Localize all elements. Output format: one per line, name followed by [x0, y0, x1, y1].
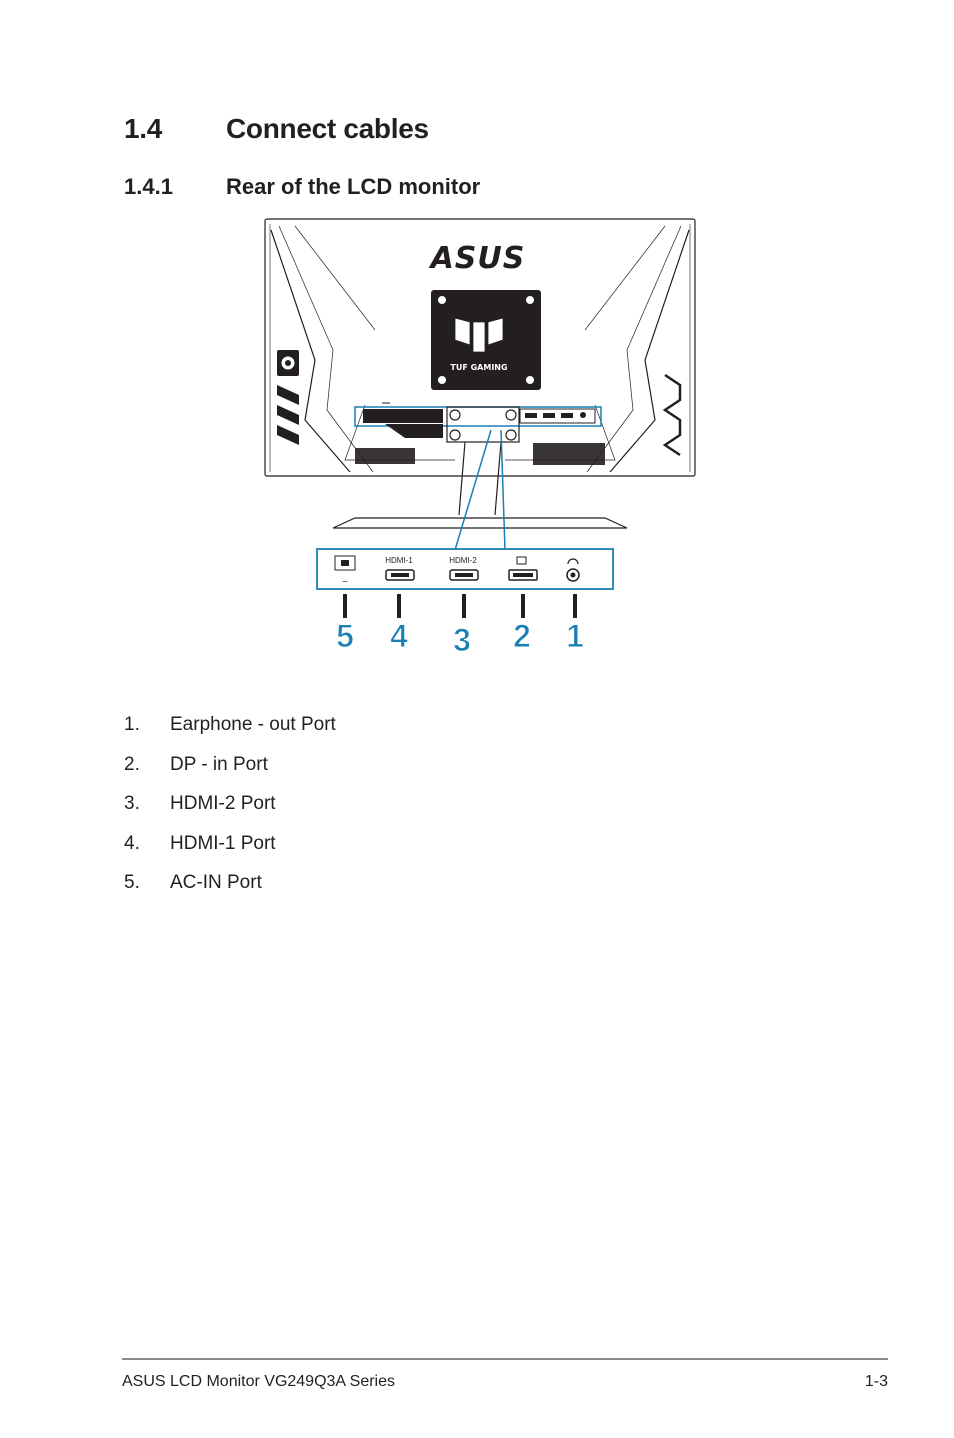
footer-title: ASUS LCD Monitor VG249Q3A Series: [122, 1373, 396, 1390]
hdmi2-label: HDMI-2: [449, 556, 477, 565]
page-number: 1-3: [864, 1373, 888, 1390]
monitor-rear-illustration: ASUS TUF GAMING: [264, 218, 696, 659]
port-detail-box: [316, 548, 614, 590]
list-number: 5.: [124, 872, 140, 893]
callout-2: 2: [513, 618, 531, 654]
list-label: Earphone - out Port: [170, 714, 336, 735]
hdmi1-label: HDMI-1: [385, 556, 413, 565]
list-label: HDMI-1 Port: [170, 832, 276, 854]
ac-symbol-label: ~: [342, 577, 349, 586]
displayport-icon: [508, 556, 538, 581]
list-label: AC-IN Port: [170, 872, 262, 893]
section-number: 1.4: [124, 113, 163, 144]
footer-divider: [122, 1358, 888, 1360]
ac-in-port-icon: [334, 555, 356, 571]
callout-3: 3: [453, 622, 471, 658]
list-number: 3.: [124, 793, 140, 814]
tuf-emblem-icon: [454, 317, 504, 353]
subsection-title: Rear of the LCD monitor: [226, 174, 481, 199]
list-number: 1.: [124, 714, 140, 735]
list-label: HDMI-2 Port: [170, 793, 276, 814]
callout-5: 5: [336, 618, 354, 654]
section-title: Connect cables: [226, 113, 429, 144]
callout-4: 4: [390, 618, 408, 654]
list-label: DP - in Port: [170, 753, 268, 775]
monitor-stand: [332, 406, 628, 529]
list-number: 2.: [124, 753, 140, 775]
headphone-port-icon: [566, 558, 580, 582]
vesa-mount-plate: [431, 290, 541, 390]
list-number: 4.: [124, 832, 140, 854]
tuf-gaming-label: TUF GAMING: [450, 363, 507, 372]
callout-1: 1: [566, 618, 584, 654]
subsection-number: 1.4.1: [124, 174, 173, 199]
monitor-rear-figure: ASUS TUF GAMING: [255, 210, 705, 680]
